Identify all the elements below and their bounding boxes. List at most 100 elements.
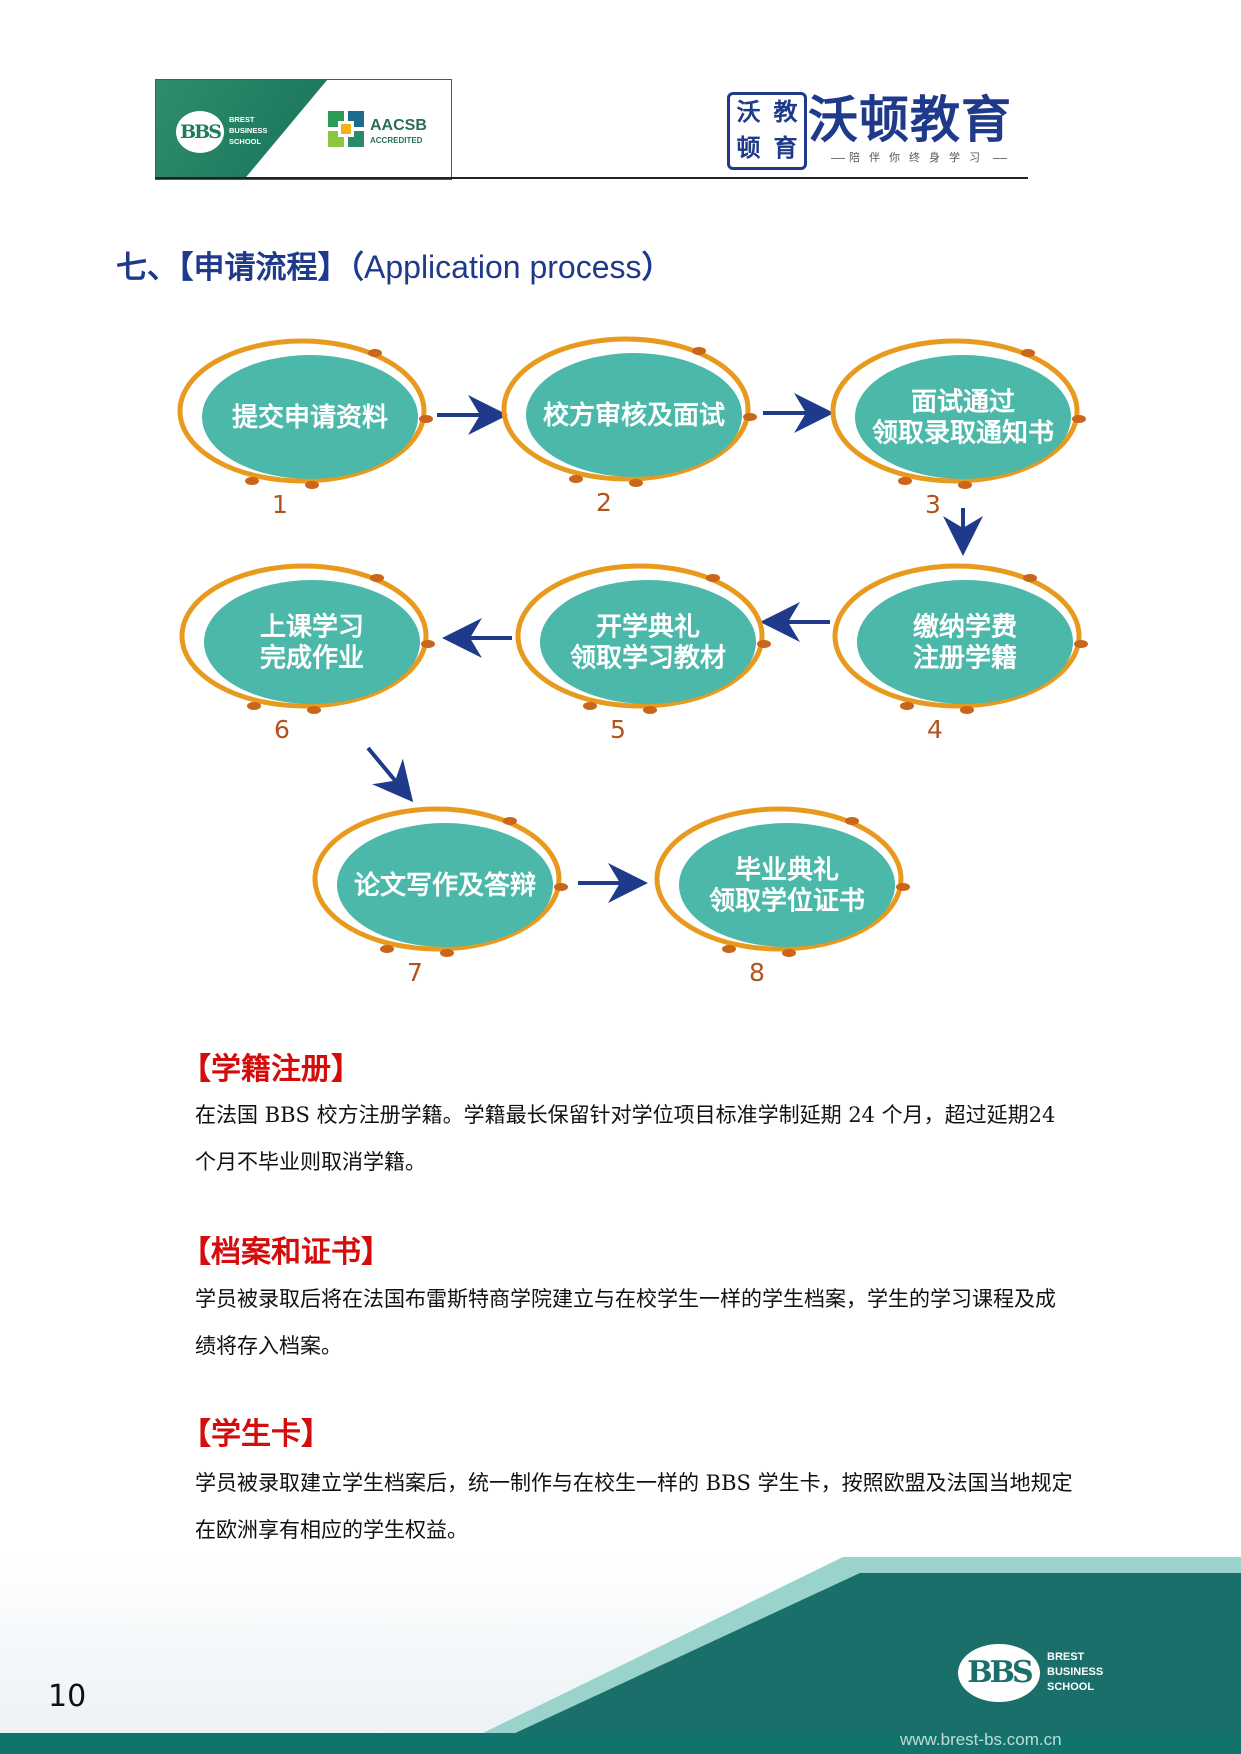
flow-step-number: 7 xyxy=(407,958,423,987)
flow-step-ellipse xyxy=(202,355,418,479)
flow-step-dot xyxy=(380,945,394,953)
flow-step-dot xyxy=(503,817,517,825)
page-number: 10 xyxy=(48,1679,87,1714)
flow-step-ring xyxy=(654,806,904,952)
flow-step-dot xyxy=(305,481,319,489)
flow-step-label: 毕业典礼 xyxy=(735,855,839,886)
flow-step-dot xyxy=(722,945,736,953)
flow-step-ellipse xyxy=(855,355,1071,479)
flow-step-number: 5 xyxy=(610,715,626,744)
flow-step-label: 校方审核及面试 xyxy=(543,400,725,431)
flow-step-dot xyxy=(1021,349,1035,357)
flow-step-dot xyxy=(845,817,859,825)
flow-step-dot xyxy=(743,413,757,421)
flow-step-dot xyxy=(629,479,643,487)
flow-step-ellipse xyxy=(857,580,1073,704)
wharton-seal-logo: 沃 教 顿 育 xyxy=(727,92,807,170)
flow-step-2: 校方审核及面试 2 xyxy=(501,336,757,517)
flow-step-dot xyxy=(368,349,382,357)
flow-step-ring xyxy=(832,563,1082,709)
flow-step-ring xyxy=(501,336,751,482)
flow-step-label: 论文写作及答辩 xyxy=(354,870,536,901)
flow-step-label: 提交申请资料 xyxy=(232,402,388,433)
brand-name: 沃顿教育 xyxy=(808,91,1012,149)
section-heading-enrollment: 【学籍注册】 xyxy=(181,1052,361,1087)
bbs-logo-text: BREST BUSINESS SCHOOL xyxy=(229,115,268,146)
section-heading-student-card: 【学生卡】 xyxy=(181,1417,331,1452)
bbs-aacsb-banner: BBS BREST BUSINESS SCHOOL AACSB ACCREDIT… xyxy=(155,79,452,180)
flow-step-ring xyxy=(177,338,427,484)
flow-step-label: 开学典礼 xyxy=(596,612,700,643)
flow-arrow xyxy=(366,746,414,803)
footer-url: www.brest-bs.com.cn xyxy=(900,1730,1062,1749)
flow-step-label: 完成作业 xyxy=(260,643,364,674)
flow-step-ellipse xyxy=(337,823,553,947)
flow-step-ellipse xyxy=(204,580,420,704)
flow-step-label: 面试通过 xyxy=(911,388,1015,418)
flow-step-label: 领取学习教材 xyxy=(570,643,726,674)
section-body-enrollment: 在法国 BBS 校方注册学籍。学籍最长保留针对学位项目标准学制延期 24 个月，… xyxy=(195,1103,1056,1174)
flow-step-7: 论文写作及答辩 7 xyxy=(312,806,568,987)
flow-step-dot xyxy=(1023,574,1037,582)
flow-step-dot xyxy=(692,347,706,355)
flow-step-dot xyxy=(569,475,583,483)
flow-step-label: 领取录取通知书 xyxy=(872,418,1054,449)
flow-step-dot xyxy=(583,702,597,710)
flow-step-dot xyxy=(307,706,321,714)
section-heading-records: 【档案和证书】 xyxy=(181,1235,391,1270)
flow-step-dot xyxy=(757,640,771,648)
flow-step-dot xyxy=(958,481,972,489)
title-cn: 七、【申请流程】（ xyxy=(116,250,364,286)
flow-step-dot xyxy=(245,477,259,485)
flow-step-number: 3 xyxy=(925,490,941,519)
aacsb-logo-text: AACSB xyxy=(370,117,427,134)
page-title: 七、【申请流程】（Application process） xyxy=(116,242,672,287)
section-body-student-card: 学员被录取建立学生档案后，统一制作与在校生一样的 BBS 学生卡，按照欧盟及法国… xyxy=(195,1471,1073,1542)
flow-step-dot xyxy=(421,640,435,648)
flow-step-number: 4 xyxy=(927,715,943,744)
aacsb-logo-icon xyxy=(328,111,364,147)
flow-step-dot xyxy=(896,883,910,891)
aacsb-accredited-text: ACCREDITED xyxy=(370,136,423,145)
flow-step-dot xyxy=(370,574,384,582)
flow-step-dot xyxy=(1072,415,1086,423)
flow-step-number: 8 xyxy=(749,958,765,987)
flow-step-dot xyxy=(960,706,974,714)
footer-bbs-logo-text: BREST BUSINESS SCHOOL xyxy=(1047,1651,1104,1693)
flow-step-dot xyxy=(554,883,568,891)
footer-decoration xyxy=(0,1555,1241,1754)
flow-step-number: 2 xyxy=(596,488,612,517)
flow-step-dot xyxy=(782,949,796,957)
flow-step-dot xyxy=(643,706,657,714)
flow-step-dot xyxy=(1074,640,1088,648)
title-en: Application process xyxy=(364,249,642,285)
flow-step-dot xyxy=(247,702,261,710)
flow-step-label: 注册学籍 xyxy=(913,643,1017,674)
flow-step-number: 6 xyxy=(274,715,290,744)
bbs-logo-icon: BBS xyxy=(176,111,224,153)
flow-step-dot xyxy=(898,477,912,485)
flow-step-label: 领取学位证书 xyxy=(709,886,865,917)
flow-step-ring xyxy=(312,806,562,952)
brand-slogan: 陪伴你终身学习 xyxy=(814,149,1024,165)
flow-step-dot xyxy=(419,415,433,423)
flow-step-number: 1 xyxy=(272,490,288,519)
flow-step-ellipse xyxy=(526,353,742,477)
flow-step-ellipse xyxy=(540,580,756,704)
flow-step-ring xyxy=(515,563,765,709)
title-close: ） xyxy=(641,250,673,286)
flow-step-label: 缴纳学费 xyxy=(913,612,1017,643)
flow-step-ring xyxy=(830,338,1080,484)
footer-bbs-logo-icon: BBS xyxy=(958,1644,1040,1702)
header-divider xyxy=(155,177,1028,179)
flow-step-1: 提交申请资料 1 xyxy=(177,338,433,519)
flow-step-label: 上课学习 xyxy=(260,612,364,643)
flow-step-dot xyxy=(900,702,914,710)
flow-step-ring xyxy=(179,563,429,709)
